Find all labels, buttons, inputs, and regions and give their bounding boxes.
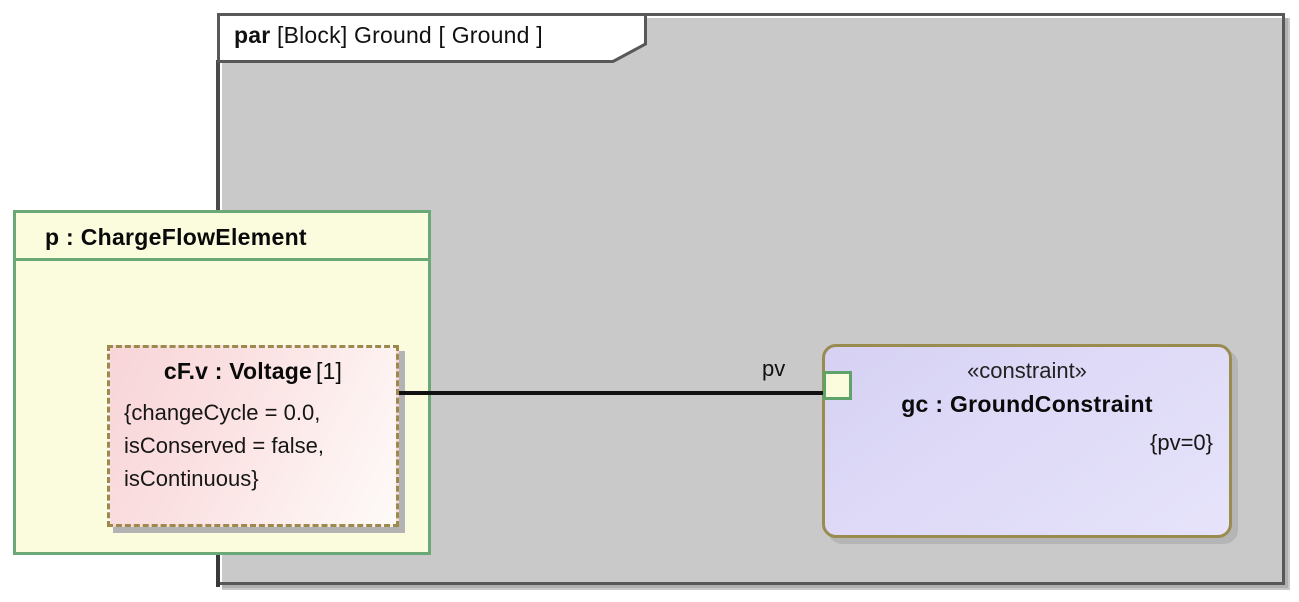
constraint-block-ground-constraint[interactable]: «constraint» gc : GroundConstraint {pv=0… [822,344,1232,538]
value-property-voltage[interactable]: cF.v : Voltage[1] {changeCycle = 0.0, is… [107,345,399,527]
binding-connector[interactable] [399,391,824,395]
value-property-constraint-line: isConserved = false, [124,433,324,458]
connector-line-top [216,60,220,212]
connector-line-bottom [216,551,220,587]
port-label-pv: pv [762,356,786,381]
constraint-expression: {pv=0} [1149,430,1213,455]
constraint-block-title: gc : GroundConstraint [901,391,1153,417]
part-block-header [16,213,428,261]
diagram-header-rest: [Block] Ground [ Ground ] [270,22,543,48]
value-property-constraints: {changeCycle = 0.0, isConserved = false,… [124,396,388,495]
value-property-constraint-line: {changeCycle = 0.0, [124,400,321,425]
value-property-constraint-line: isContinuous} [124,466,259,491]
constraint-stereotype: «constraint» [967,358,1087,383]
value-property-multiplicity: [1] [315,358,343,384]
value-property-name: cF.v : Voltage [163,358,312,384]
constraint-parameter-port[interactable] [823,371,852,400]
part-block-title: p : ChargeFlowElement [45,224,307,250]
value-property-title: cF.v : Voltage[1] [110,358,396,385]
diagram-header-label: par [Block] Ground [ Ground ] [234,22,543,49]
diagram-header-keyword: par [234,22,271,48]
